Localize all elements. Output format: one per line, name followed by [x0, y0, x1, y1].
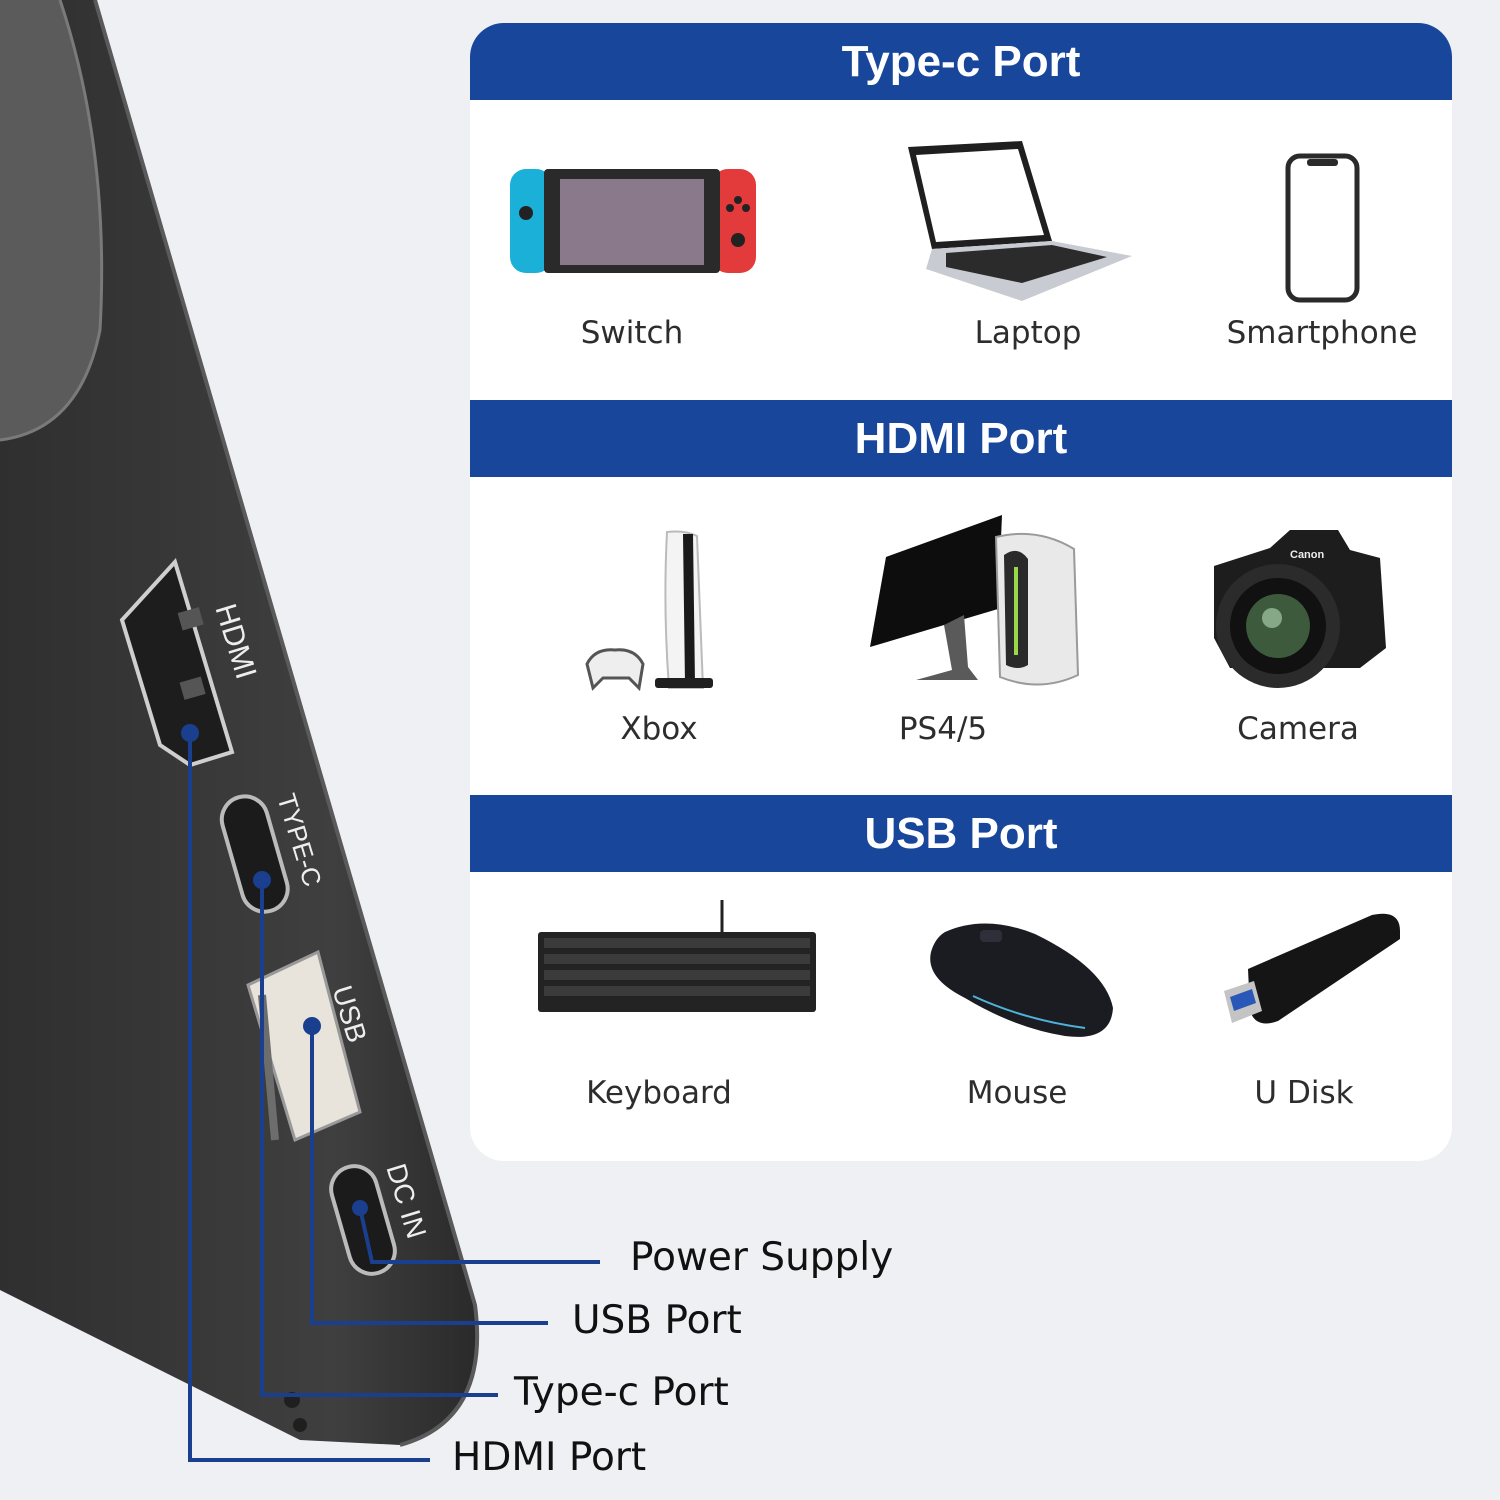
console-icon — [585, 530, 713, 692]
typec-section-title: Type-c Port — [841, 36, 1081, 86]
usb-drive-item — [1222, 911, 1402, 1031]
compatibility-card: Type-c Port Switch Laptop Smartphone — [470, 23, 1452, 1161]
camera-item: Canon — [1210, 528, 1390, 693]
typec-section-header: Type-c Port — [470, 23, 1452, 100]
power-callout-dot — [352, 1200, 368, 1216]
hdmi-callout-dot — [181, 724, 199, 742]
game-console-icon — [510, 169, 756, 273]
usb-section-title: USB Port — [864, 808, 1058, 858]
smartphone-label: Smartphone — [1226, 315, 1418, 351]
usb-callout-dot — [303, 1017, 321, 1035]
camera-brand-text: Canon — [1290, 549, 1325, 561]
callout-usb-port: USB Port — [572, 1298, 742, 1343]
usb-drive-icon — [1224, 913, 1400, 1024]
mouse-item — [925, 918, 1120, 1043]
callout-lines — [188, 733, 600, 1462]
mouse-label: Mouse — [966, 1075, 1068, 1111]
smartphone-icon — [1285, 153, 1360, 303]
laptop-item — [902, 141, 1137, 306]
camera-icon: Canon — [1214, 530, 1386, 688]
laptop-icon — [908, 141, 1132, 301]
camera-label: Camera — [1237, 711, 1359, 747]
typec-port-icon — [219, 794, 290, 914]
hdmi-section-title: HDMI Port — [854, 413, 1068, 463]
mouse-icon — [930, 923, 1113, 1037]
hdmi-section-header: HDMI Port — [470, 400, 1452, 477]
hdmi-port-icon — [119, 558, 235, 768]
switch-item — [508, 165, 758, 300]
ps-item — [868, 515, 1080, 690]
smartphone-item — [1285, 153, 1360, 303]
switch-label: Switch — [580, 315, 684, 351]
usb-port-icon — [246, 949, 362, 1143]
callout-hdmi-port: HDMI Port — [452, 1435, 647, 1480]
laptop-label: Laptop — [974, 315, 1082, 351]
usb-drive-label: U Disk — [1254, 1075, 1354, 1111]
ps-label: PS4/5 — [898, 711, 988, 747]
callout-typec-port: Type-c Port — [514, 1370, 729, 1415]
xbox-label: Xbox — [620, 711, 698, 747]
desktop-computer-icon — [870, 515, 1080, 686]
xbox-item — [585, 528, 720, 698]
usb-section-header: USB Port — [470, 795, 1452, 872]
monitor-body — [0, 0, 480, 1447]
typec-callout-dot — [253, 871, 271, 889]
keyboard-label: Keyboard — [586, 1075, 732, 1111]
keyboard-item — [536, 898, 818, 1018]
callout-power-supply: Power Supply — [630, 1235, 894, 1280]
keyboard-icon — [538, 900, 816, 1012]
